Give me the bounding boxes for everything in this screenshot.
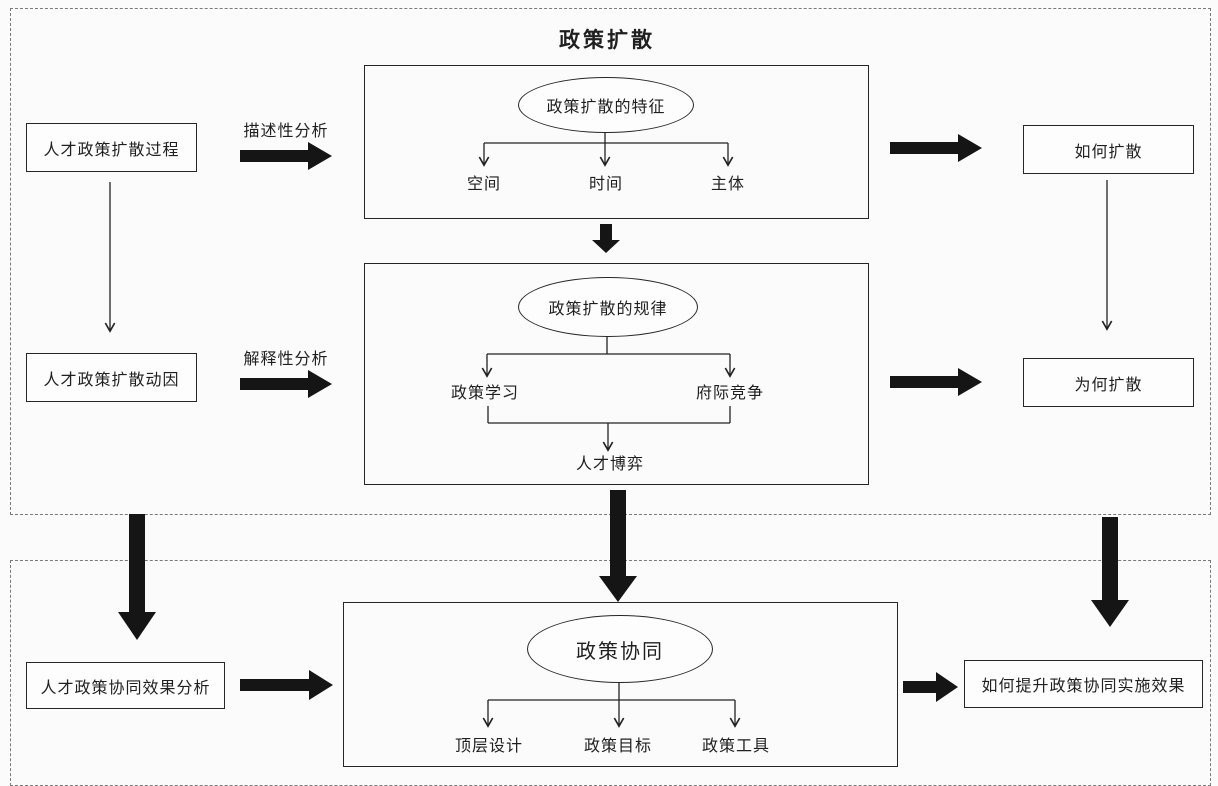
thick-arrow-gap-middle: [599, 490, 637, 602]
thick-arrow-synergy-right: [903, 672, 958, 702]
label-explanatory-analysis: 解释性分析: [243, 351, 329, 368]
connector-laws-tree: [481, 335, 736, 452]
label-descriptive-analysis: 描述性分析: [243, 123, 329, 140]
label-policy-goals: 政策目标: [583, 738, 653, 755]
thick-arrow-gap-right: [1091, 517, 1129, 627]
label-policy-tools: 政策工具: [701, 738, 771, 755]
thick-arrow-to-how: [890, 134, 982, 162]
box-talent-policy-diffusion-motivation: 人才政策扩散动因: [26, 353, 197, 402]
thick-arrow-to-why: [890, 368, 982, 396]
label-policy-learning: 政策学习: [450, 385, 520, 402]
thick-arrow-descriptive: [240, 142, 332, 170]
label-feature-time: 时间: [588, 176, 624, 193]
label-feature-subject: 主体: [710, 176, 746, 193]
box-talent-policy-diffusion-process: 人才政策扩散过程: [26, 123, 197, 172]
connector-features-tree: [478, 131, 734, 167]
label-top-level-design: 顶层设计: [454, 738, 524, 755]
box-why-diffuse: 为何扩散: [1023, 358, 1194, 407]
label-talent-game: 人才博弈: [575, 456, 645, 473]
features-panel: [364, 65, 869, 219]
thick-arrow-features-to-laws: [592, 224, 620, 253]
thick-arrow-explanatory: [240, 370, 332, 398]
ellipse-policy-synergy: 政策协同: [527, 615, 713, 683]
ellipse-diffusion-features: 政策扩散的特征: [518, 77, 694, 133]
label-feature-space: 空间: [466, 176, 502, 193]
thick-arrow-gap-left: [118, 514, 156, 640]
ellipse-diffusion-laws: 政策扩散的规律: [518, 277, 698, 337]
connector-synergy-tree: [482, 681, 741, 728]
box-talent-policy-synergy-analysis: 人才政策协同效果分析: [26, 662, 225, 709]
laws-panel: [364, 263, 869, 485]
box-improve-synergy-effect: 如何提升政策协同实施效果: [964, 660, 1203, 708]
thick-arrows: [118, 134, 1129, 702]
diagram-title: 政策扩散: [559, 29, 655, 52]
label-intergov-competition: 府际竞争: [695, 385, 765, 402]
box-how-diffuse: 如何扩散: [1023, 125, 1194, 174]
synergy-panel: [343, 602, 898, 767]
thick-arrow-synergy-left: [240, 670, 333, 700]
